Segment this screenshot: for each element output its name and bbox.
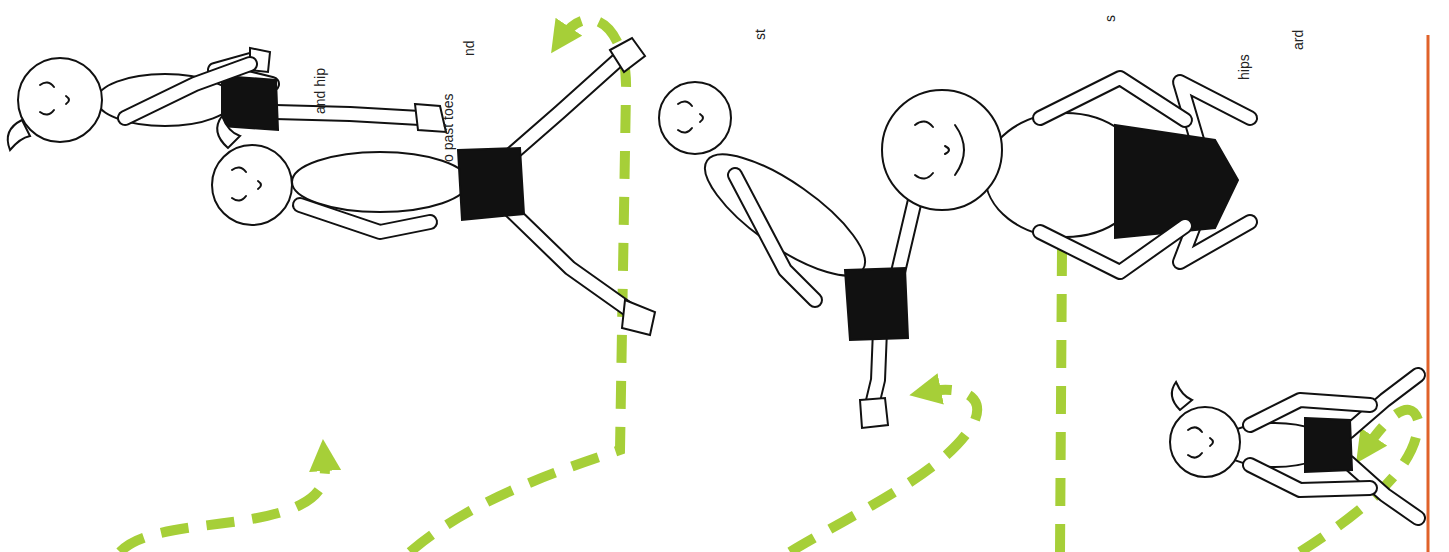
child-figure: [678, 101, 703, 132]
child-figure: [505, 60, 618, 160]
child-figure: [845, 268, 908, 340]
child-figure: [622, 300, 655, 335]
child-figure: [659, 82, 731, 154]
child-figure: [275, 112, 420, 118]
exercise-caption: st: [752, 29, 768, 40]
child-figure: [735, 175, 815, 300]
child-figure: [505, 205, 632, 312]
child-figure: [300, 205, 430, 232]
child-figure: [882, 78, 1250, 272]
child-figure: [1250, 465, 1370, 490]
child-figure: [125, 64, 250, 118]
child-figure: [872, 330, 880, 405]
child-figure: [1250, 400, 1370, 425]
child-figure: [8, 48, 446, 150]
exercise-caption: ard: [1290, 30, 1306, 50]
child-figure: [1188, 427, 1213, 457]
child-figure: [860, 398, 888, 428]
child-figure: [1040, 78, 1185, 120]
child-figure: [1170, 375, 1418, 518]
child-figure: [275, 112, 420, 118]
child-figure: [505, 60, 618, 160]
child-figure: [40, 82, 69, 114]
child-figure: [610, 38, 645, 72]
child-figure: [882, 90, 1002, 210]
motion-arrow: [120, 20, 1418, 552]
motion-arrow: [120, 455, 325, 552]
child-figure: [212, 145, 292, 225]
exercise-caption: o past toes: [440, 94, 456, 163]
child-figure: [232, 167, 261, 200]
child-figure: [1250, 400, 1370, 425]
exercise-caption: hips: [1236, 54, 1252, 80]
child-figure: [8, 120, 30, 150]
child-figure: [1115, 125, 1238, 238]
child-figure: [458, 148, 524, 220]
child-figure: [1172, 382, 1192, 410]
child-figure: [1040, 226, 1185, 272]
exercise-caption: s: [1102, 15, 1118, 22]
child-figure: [915, 121, 964, 178]
child-figure: [505, 205, 632, 312]
child-figure: [300, 205, 430, 232]
child-figure: [1250, 465, 1370, 490]
child-figure: [1040, 78, 1185, 120]
child-figure: [212, 38, 655, 335]
child-figure: [872, 330, 880, 405]
child-figure: [222, 76, 278, 130]
child-figure: [735, 175, 815, 300]
exercise-caption: nd: [461, 40, 477, 56]
child-figure: [217, 116, 240, 148]
page-rule: [1427, 35, 1430, 552]
motion-arrow: [790, 390, 977, 552]
child-figure: [125, 64, 250, 118]
child-figure: [1040, 226, 1185, 272]
exercise-caption: and hip: [312, 68, 328, 114]
child-figure: [1170, 407, 1240, 477]
child-figure: [18, 58, 102, 142]
child-figure: [1305, 418, 1352, 472]
